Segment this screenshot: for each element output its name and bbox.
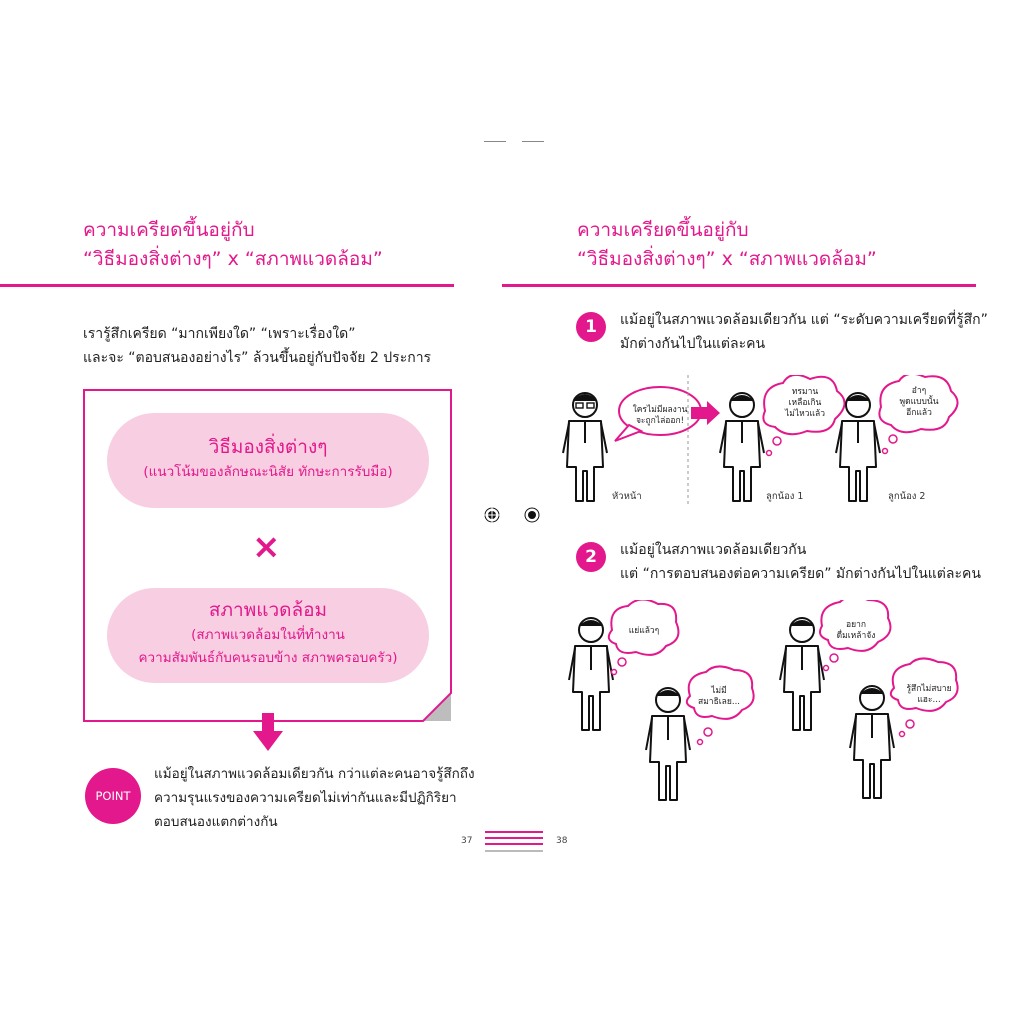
left-title-line2: “วิธีมองสิ่งต่างๆ” x “สภาพแวดล้อม” [83,248,383,270]
boss-figure [562,392,608,502]
crop-mark [522,141,544,142]
left-title-line1: ความเครียดขึ้นอยู่กับ [83,219,255,241]
right-title-line1: ความเครียดขึ้นอยู่กับ [577,219,749,241]
person-b-figure [645,687,691,801]
person-c-figure [779,617,825,731]
point-line3: ตอบสนองแตกต่างกัน [154,814,278,830]
registration-marks [483,506,540,524]
page-bar [485,850,543,852]
arrow-right-icon [691,401,720,425]
crop-mark [484,141,506,142]
box2-subtitle-2: ความสัมพันธ์กับคนรอบข้าง สภาพครอบครัว) [138,650,398,666]
page-bar [485,843,543,845]
boss-speech-line1: ใครไม่มีผลงาน [632,405,688,415]
sub1-thought: ทรมาน เหลือเกิน ไม่ไหวแล้ว [770,387,840,420]
boss-speech: ใครไม่มีผลงาน จะถูกไล่ออก! [618,405,702,427]
left-title-rule [0,284,454,287]
registration-mark-icon [524,507,540,523]
page-fold-corner [422,692,452,722]
person-a-thought: แย่แล้วๆ [628,626,660,636]
person-c-thought-line1: อยาก [845,620,866,630]
sub2-thought-line2: พูดแบบนั้น [899,397,939,407]
thought-bubble [819,600,892,652]
sub1-thought-line3: ไม่ไหวแล้ว [785,409,825,419]
page-bar [485,831,543,833]
boss-caption: หัวหน้า [612,491,642,502]
right-title-rule [502,284,976,287]
right-page-title: ความเครียดขึ้นอยู่กับ “วิธีมองสิ่งต่างๆ”… [577,216,877,274]
intro-line1: เรารู้สึกเครียด “มากเพียงใด” “เพราะเรื่อ… [83,326,356,342]
box2-title: สภาพแวดล้อม [208,599,328,621]
thought-bubble [762,375,846,436]
sub1-caption: ลูกน้อง 1 [766,491,804,502]
person-d-thought: รู้สึกไม่สบาย แฮะ... [896,684,962,706]
sub2-thought-line1: อ๋าๆ [911,386,927,396]
point-text: แม้อยู่ในสภาพแวดล้อมเดียวกัน กว่าแต่ละคน… [154,762,475,834]
page-number-left: 37 [461,836,473,846]
thought-bubble [607,600,680,656]
person-d-thought-line1: รู้สึกไม่สบาย [906,684,952,694]
intro-line2: และจะ “ตอบสนองอย่างไร” ล้วนขึ้นอยู่กับปั… [83,350,432,366]
person-b-thought-line2: สมาธิเลย... [698,697,740,707]
page-bar [485,837,543,839]
sub2-thought: อ๋าๆ พูดแบบนั้น อีกแล้ว [886,386,952,419]
factor-pill-environment: สภาพแวดล้อม (สภาพแวดล้อมในที่ทำงาน ความส… [107,588,429,683]
point-line1: แม้อยู่ในสภาพแวดล้อมเดียวกัน กว่าแต่ละคน… [154,766,475,782]
right-title-line2: “วิธีมองสิ่งต่างๆ” x “สภาพแวดล้อม” [577,248,877,270]
person-c-thought-line2: ดื่มเหล้าจัง [836,631,876,641]
item2-line1: แม้อยู่ในสภาพแวดล้อมเดียวกัน [620,542,807,558]
person-c-thought: อยาก ดื่มเหล้าจัง [826,620,886,642]
item-number-2: 2 [576,542,606,572]
sub1-thought-line2: เหลือเกิน [788,398,822,408]
item2-text: แม้อยู่ในสภาพแวดล้อมเดียวกัน แต่ “การตอบ… [620,538,981,586]
item1-text: แม้อยู่ในสภาพแวดล้อมเดียวกัน แต่ “ระดับค… [620,308,988,356]
thought-bubble [685,665,755,720]
box2-subtitle-1: (สภาพแวดล้อมในที่ทำงาน [191,627,345,643]
scene1-illustration [562,375,959,505]
point-line2: ความรุนแรงของความเครียดไม่เท่ากันและมีปฏ… [154,790,457,806]
person-d-figure [849,685,895,799]
item1-line2: มักต่างกันไปในแต่ละคน [620,336,766,352]
left-intro: เรารู้สึกเครียด “มากเพียงใด” “เพราะเรื่อ… [83,322,431,370]
page-number-right: 38 [556,836,568,846]
thought-bubble [878,375,959,434]
multiply-icon: × [252,527,281,567]
person-a-figure [568,617,614,731]
item2-line2: แต่ “การตอบสนองต่อความเครียด” มักต่างกัน… [620,566,981,582]
registration-mark-icon [483,506,501,524]
subordinate-1-figure [719,392,765,502]
item1-line1: แม้อยู่ในสภาพแวดล้อมเดียวกัน แต่ “ระดับค… [620,312,988,328]
scene2-illustration [568,600,959,801]
person-d-thought-line2: แฮะ... [917,695,941,705]
sub2-caption: ลูกน้อง 2 [888,491,926,502]
box1-subtitle: (แนวโน้มของลักษณะนิสัย ทักษะการรับมือ) [143,464,393,480]
left-page-title: ความเครียดขึ้นอยู่กับ “วิธีมองสิ่งต่างๆ”… [83,216,383,274]
item-number-1: 1 [576,312,606,342]
arrow-down-icon [253,713,283,751]
point-badge: POINT [85,768,141,824]
person-b-thought-line1: ไม่มี [711,686,727,696]
subordinate-2-figure [835,392,881,502]
thought-bubble [889,657,959,712]
boss-speech-line2: จะถูกไล่ออก! [635,416,685,426]
person-b-thought: ไม่มี สมาธิเลย... [694,686,744,708]
box1-title: วิธีมองสิ่งต่างๆ [208,436,328,458]
sub2-thought-line3: อีกแล้ว [906,408,932,418]
factor-pill-viewpoint: วิธีมองสิ่งต่างๆ (แนวโน้มของลักษณะนิสัย … [107,413,429,508]
sub1-thought-line1: ทรมาน [791,387,819,397]
